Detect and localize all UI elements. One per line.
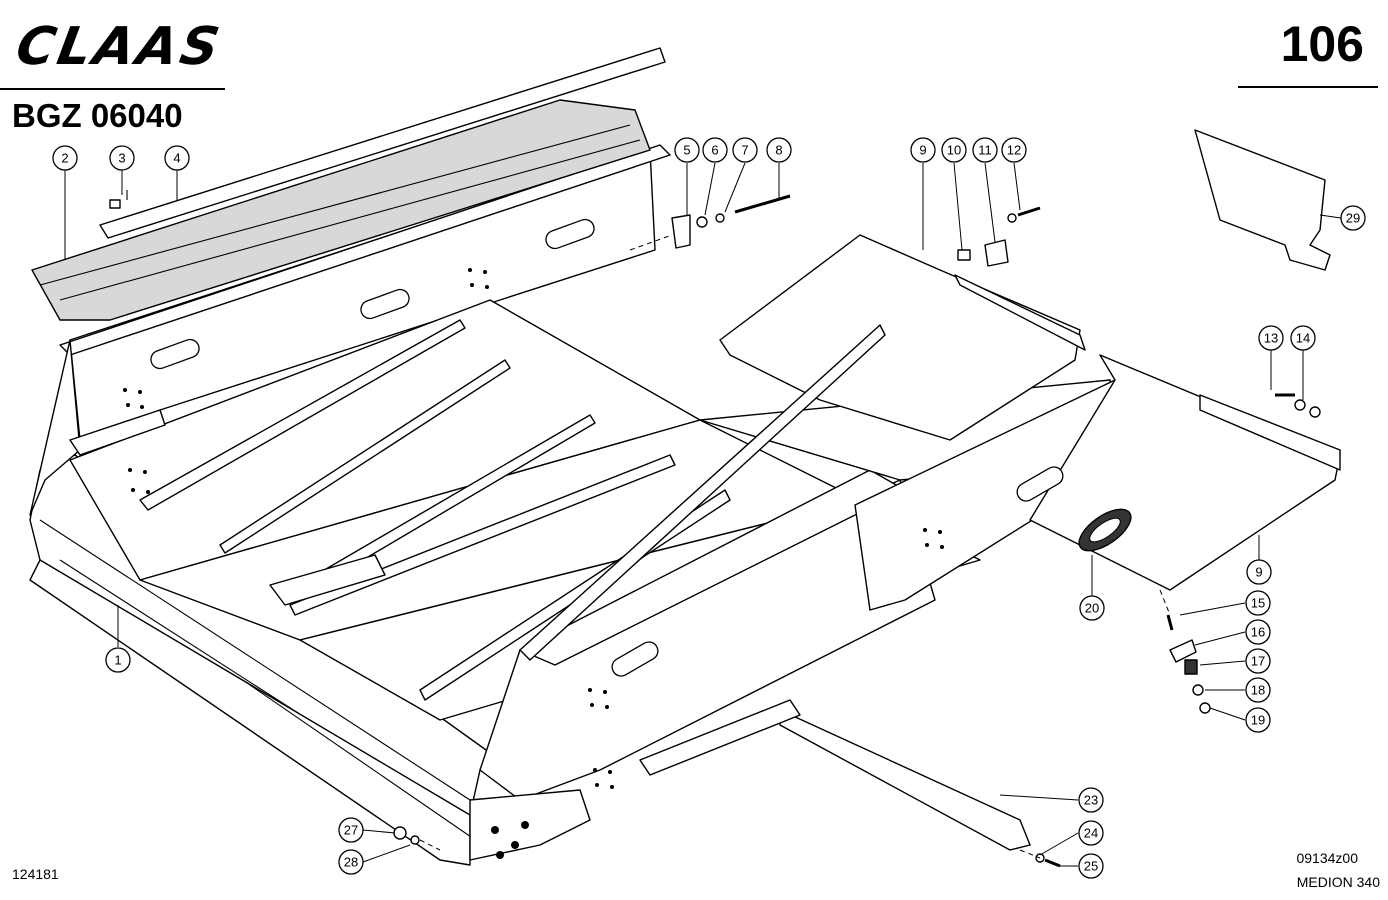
assembly-lines (419, 234, 1171, 859)
callout-3: 3 (109, 145, 135, 171)
svg-text:20: 20 (1085, 601, 1099, 616)
callout-leaders (64, 162, 1342, 867)
svg-text:15: 15 (1251, 596, 1265, 611)
svg-text:17: 17 (1251, 654, 1265, 669)
callout-29: 29 (1340, 205, 1366, 231)
callout-6: 6 (702, 137, 728, 163)
callout-18: 18 (1245, 677, 1271, 703)
callout-12: 12 (1001, 137, 1027, 163)
header-rule-left (0, 88, 225, 90)
drawing-number: 124181 (12, 866, 59, 882)
svg-text:2: 2 (61, 151, 68, 166)
machine-model: MEDION 340 (1296, 874, 1380, 890)
frame-slots (150, 218, 1064, 677)
callout-23: 23 (1078, 787, 1104, 813)
callout-24: 24 (1078, 820, 1104, 846)
callout-7: 7 (732, 137, 758, 163)
svg-text:25: 25 (1084, 859, 1098, 874)
svg-text:13: 13 (1264, 331, 1278, 346)
callout-13: 13 (1258, 325, 1284, 351)
callout-9-lower: 9 (1246, 559, 1272, 585)
callout-14: 14 (1290, 325, 1316, 351)
svg-text:9: 9 (919, 143, 926, 158)
callout-8: 8 (766, 137, 792, 163)
oval-plate-part-20 (1078, 508, 1132, 552)
callout-9: 9 (910, 137, 936, 163)
callout-11: 11 (972, 137, 998, 163)
callout-5: 5 (674, 137, 700, 163)
callout-17: 17 (1245, 648, 1271, 674)
svg-text:18: 18 (1251, 683, 1265, 698)
header-rule-right (1238, 86, 1378, 88)
svg-text:29: 29 (1346, 211, 1360, 226)
callout-4: 4 (164, 145, 190, 171)
svg-text:24: 24 (1084, 826, 1098, 841)
plate-part-29 (1194, 129, 1331, 271)
callout-16: 16 (1245, 619, 1271, 645)
frame-holes (123, 268, 944, 859)
top-cover-part-2 (31, 47, 666, 321)
callout-25: 25 (1078, 853, 1104, 879)
callout-28: 28 (338, 849, 364, 875)
svg-text:12: 12 (1007, 143, 1021, 158)
main-frame (29, 144, 1341, 866)
callout-2: 2 (52, 145, 78, 171)
svg-text:7: 7 (741, 143, 748, 158)
document-code: BGZ 06040 (12, 97, 183, 134)
svg-text:10: 10 (947, 143, 961, 158)
svg-text:27: 27 (344, 823, 358, 838)
svg-text:6: 6 (711, 143, 718, 158)
svg-text:19: 19 (1251, 713, 1265, 728)
svg-text:5: 5 (683, 143, 690, 158)
svg-text:1: 1 (114, 653, 121, 668)
svg-text:28: 28 (344, 855, 358, 870)
callout-20: 20 (1079, 595, 1105, 621)
svg-text:14: 14 (1296, 331, 1310, 346)
callout-1: 1 (105, 647, 131, 673)
svg-text:8: 8 (775, 143, 782, 158)
figure-reference: 09134z00 (1296, 850, 1358, 866)
callout-10: 10 (941, 137, 967, 163)
svg-text:3: 3 (118, 151, 125, 166)
svg-text:23: 23 (1084, 793, 1098, 808)
callout-27: 27 (338, 817, 364, 843)
svg-text:9: 9 (1255, 565, 1262, 580)
svg-text:11: 11 (978, 143, 992, 158)
svg-text:16: 16 (1251, 625, 1265, 640)
hardware-items (109, 190, 1321, 868)
callout-19: 19 (1245, 707, 1271, 733)
svg-text:4: 4 (173, 151, 180, 166)
callout-15: 15 (1245, 590, 1271, 616)
page-number: 106 (1280, 16, 1364, 72)
